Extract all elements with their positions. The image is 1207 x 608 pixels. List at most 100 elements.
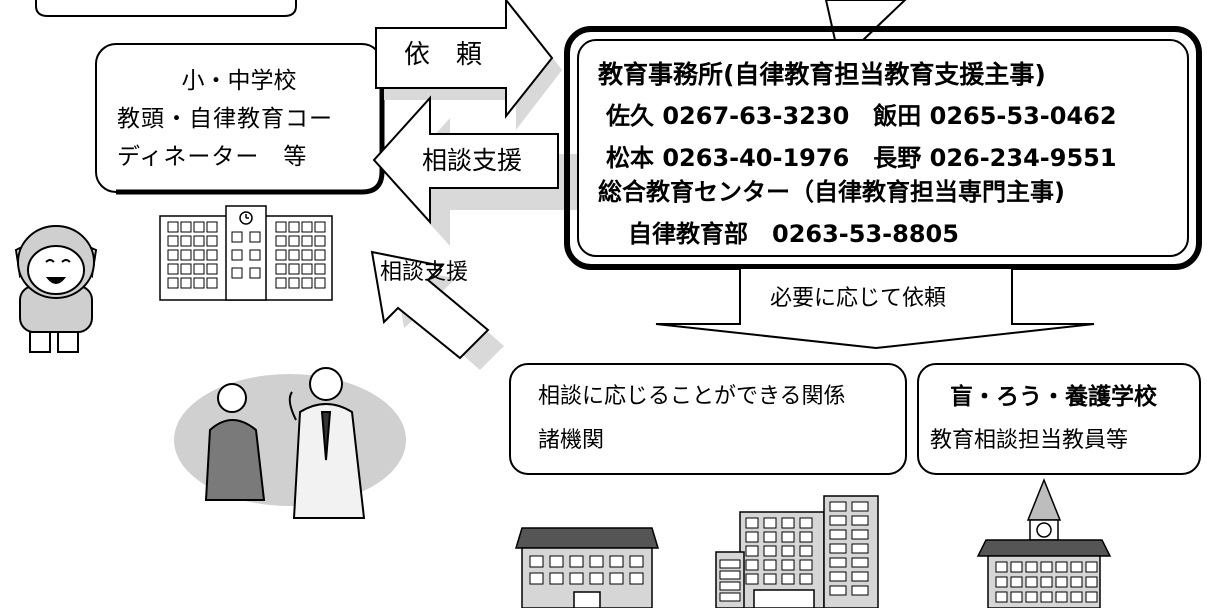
agencies-line2: 諸機関 — [538, 428, 605, 453]
window — [288, 221, 300, 233]
window — [763, 573, 777, 585]
window — [529, 572, 544, 585]
window — [609, 555, 624, 568]
window — [851, 543, 869, 554]
window — [719, 581, 741, 591]
window — [249, 267, 261, 279]
window — [1055, 576, 1068, 588]
window — [314, 235, 326, 247]
window — [763, 517, 777, 529]
window — [1055, 561, 1068, 573]
window — [314, 263, 326, 275]
window — [995, 591, 1008, 603]
window — [275, 249, 287, 261]
window — [231, 267, 243, 279]
special-school-box-frame — [917, 363, 1201, 475]
window — [167, 249, 179, 261]
school-box-frame — [95, 43, 385, 195]
window — [829, 557, 847, 568]
window — [1040, 561, 1053, 573]
window — [1070, 576, 1083, 588]
window — [288, 235, 300, 247]
window — [1010, 576, 1023, 588]
window — [799, 573, 813, 585]
window — [314, 277, 326, 289]
window — [206, 277, 218, 289]
consult-support-arrow-label: 相談支援 — [422, 146, 523, 175]
window — [206, 249, 218, 261]
window — [745, 517, 759, 529]
window — [609, 572, 624, 585]
window — [781, 531, 795, 543]
window — [180, 263, 192, 275]
hospital-building-icon — [514, 527, 660, 608]
window — [851, 529, 869, 540]
window — [799, 531, 813, 543]
window — [301, 235, 313, 247]
consult-support-arrow — [372, 95, 578, 246]
window — [1025, 591, 1038, 603]
window — [301, 249, 313, 261]
office-tower-icon — [715, 495, 879, 608]
window — [851, 585, 869, 596]
window — [180, 249, 192, 261]
window — [745, 573, 759, 585]
window — [301, 277, 313, 289]
window — [206, 235, 218, 247]
window — [301, 221, 313, 233]
window — [167, 263, 179, 275]
window — [249, 231, 261, 243]
window — [829, 543, 847, 554]
window — [995, 576, 1008, 588]
child-icon — [14, 225, 98, 353]
window — [1010, 561, 1023, 573]
window — [829, 585, 847, 596]
window — [829, 529, 847, 540]
window — [763, 545, 777, 557]
window — [851, 571, 869, 582]
window — [193, 263, 205, 275]
window — [314, 249, 326, 261]
window — [829, 515, 847, 526]
window — [745, 531, 759, 543]
partial-top-box — [35, 0, 297, 17]
window — [167, 277, 179, 289]
window — [1040, 576, 1053, 588]
window — [529, 555, 544, 568]
school-box-line3: ディネーター 等 — [117, 144, 308, 170]
window — [763, 559, 777, 571]
window — [249, 249, 261, 261]
school-box-line2: 教頭・自律教育コー — [117, 106, 333, 132]
window — [799, 545, 813, 557]
window — [629, 572, 644, 585]
window — [193, 235, 205, 247]
window — [1010, 591, 1023, 603]
window — [288, 249, 300, 261]
window — [180, 221, 192, 233]
window — [719, 559, 741, 569]
window — [781, 573, 795, 585]
request-arrow-label: 依 頼 — [404, 40, 483, 70]
window — [763, 531, 777, 543]
window — [1055, 591, 1068, 603]
consultation-people-icon — [174, 367, 406, 519]
agencies-line1: 相談に応じることができる関係 — [538, 384, 846, 409]
center-title: 総合教育センター（自律教育担当専門主事) — [598, 178, 1065, 206]
window — [1040, 591, 1053, 603]
office-phone-row1: 佐久 0267-63-3230 飯田 0265-53-0462 — [606, 102, 1117, 130]
window — [1070, 591, 1083, 603]
window — [275, 263, 287, 275]
school-windows — [167, 221, 326, 289]
center-dept-phone: 自律教育部 0263-53-8805 — [628, 220, 959, 248]
window — [799, 517, 813, 529]
window — [314, 221, 326, 233]
school-box-line1: 小・中学校 — [181, 68, 297, 94]
window — [193, 249, 205, 261]
window — [851, 501, 869, 512]
office-box-frame — [564, 26, 1202, 270]
window — [167, 235, 179, 247]
window — [231, 249, 243, 261]
window — [745, 545, 759, 557]
window — [288, 277, 300, 289]
diagonal-consult-arrow — [370, 250, 504, 370]
